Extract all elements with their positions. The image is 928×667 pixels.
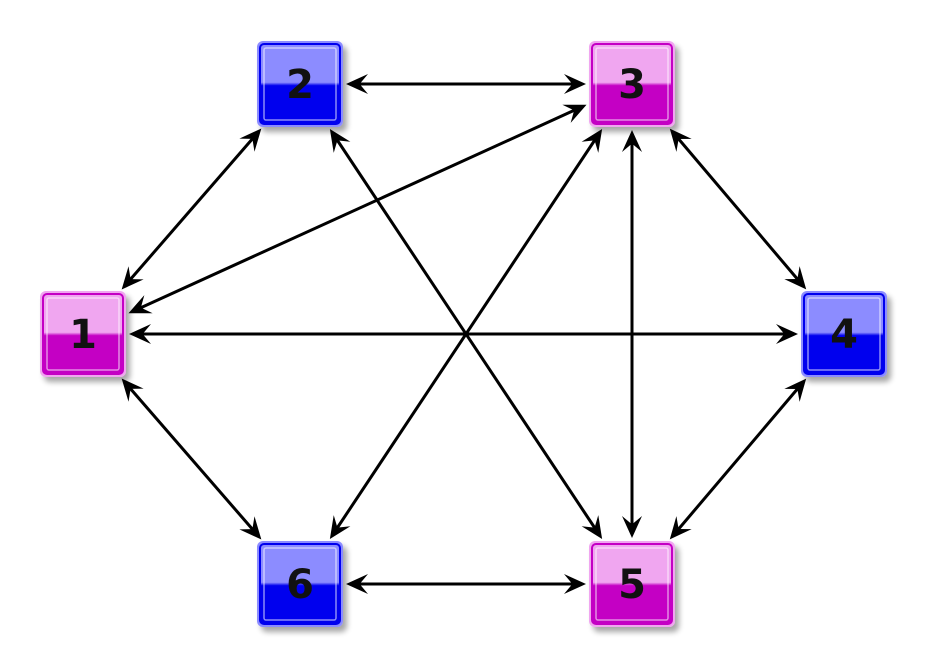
edge-line: [129, 137, 254, 281]
edge-3-6: [329, 128, 603, 540]
edge-1-2: [121, 128, 262, 290]
node-box: [591, 43, 673, 125]
edge-6-5: [346, 574, 586, 594]
edge-3-4: [669, 128, 807, 290]
arrowhead: [784, 378, 807, 402]
node-3[interactable]: 3: [589, 41, 675, 127]
node-label: 1: [69, 312, 97, 358]
node-highlight: [595, 547, 669, 621]
node-2[interactable]: 2: [257, 41, 343, 127]
arrowhead: [581, 128, 603, 153]
edge-2-3: [346, 74, 586, 94]
arrowhead: [562, 104, 587, 123]
edge-line: [677, 137, 799, 281]
node-box: [259, 543, 341, 625]
arrowhead: [239, 128, 262, 152]
arrowhead: [622, 516, 642, 538]
arrowhead: [581, 515, 603, 540]
arrowhead: [329, 515, 351, 540]
arrowhead: [329, 128, 351, 153]
node-label: 3: [618, 62, 646, 108]
node-box: [42, 293, 124, 375]
arrowhead: [121, 266, 144, 290]
arrowhead: [669, 516, 692, 540]
arrowhead: [564, 574, 586, 594]
node-box: [259, 43, 341, 125]
arrowhead: [128, 295, 153, 314]
nodes-layer: 1 2 3 4 5 6: [40, 41, 887, 627]
arrowhead: [129, 324, 151, 344]
node-1[interactable]: 1: [40, 291, 126, 377]
node-highlight: [807, 297, 881, 371]
node-highlight: [263, 547, 337, 621]
node-box: [591, 543, 673, 625]
edge-3-5: [622, 130, 642, 538]
node-label: 2: [286, 62, 314, 108]
edge-line: [139, 108, 576, 310]
node-5[interactable]: 5: [589, 541, 675, 627]
arrowhead: [121, 378, 144, 402]
arrowhead: [346, 574, 368, 594]
edge-line: [129, 387, 254, 531]
edge-line: [677, 387, 799, 531]
node-box: [803, 293, 885, 375]
edge-line: [335, 139, 597, 529]
arrowhead: [239, 516, 262, 540]
node-label: 4: [830, 312, 858, 358]
arrowhead: [622, 130, 642, 152]
node-highlight: [595, 47, 669, 121]
edge-1-3: [128, 104, 587, 314]
arrowhead: [564, 74, 586, 94]
node-highlight: [263, 47, 337, 121]
node-6[interactable]: 6: [257, 541, 343, 627]
node-label: 6: [286, 562, 314, 608]
node-highlight: [46, 297, 120, 371]
edge-1-4: [129, 324, 798, 344]
arrowhead: [669, 128, 692, 152]
edge-1-6: [121, 378, 262, 540]
arrowhead: [784, 266, 807, 290]
edge-4-5: [669, 378, 807, 540]
arrowhead: [776, 324, 798, 344]
node-4[interactable]: 4: [801, 291, 887, 377]
node-label: 5: [618, 562, 646, 608]
arrowhead: [346, 74, 368, 94]
edges-layer: [121, 74, 807, 594]
